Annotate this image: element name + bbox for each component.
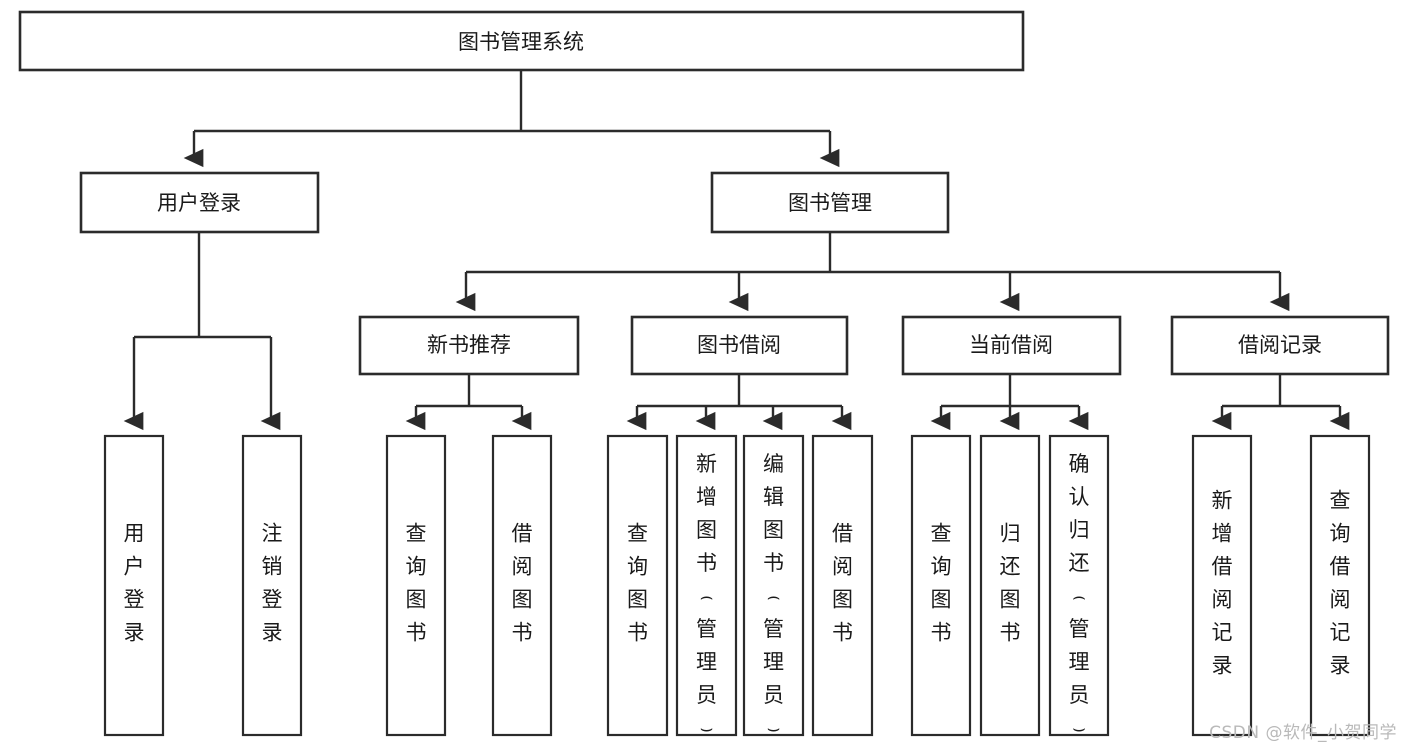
node-new-book-recommend-label: 新书推荐 (427, 333, 511, 357)
node-leaf-confirm-return[interactable] (1048, 434, 1110, 737)
node-book-borrow-label: 图书借阅 (697, 333, 781, 357)
node-leaf-edit-book-label: 编辑图书⌢管理员⌣ (763, 452, 784, 740)
node-root-system[interactable]: 图书管理系统 (18, 10, 1025, 72)
node-current-borrow-label: 当前借阅 (969, 333, 1053, 357)
node-new-book-recommend[interactable]: 新书推荐 (358, 315, 580, 376)
node-leaf-query-book-2-label: 查询图书 (627, 522, 648, 645)
node-leaf-add-record-label: 新增借阅记录 (1212, 489, 1233, 678)
node-leaf-logout[interactable] (241, 434, 303, 737)
node-leaf-query-book-1[interactable] (385, 434, 447, 737)
node-leaf-query-record-label: 查询借阅记录 (1330, 489, 1351, 678)
node-leaf-borrow-book-2-label: 借阅图书 (832, 522, 853, 645)
node-borrow-record[interactable]: 借阅记录 (1170, 315, 1390, 376)
node-leaf-query-book-2[interactable] (606, 434, 669, 737)
connector-root-to-level2 (183, 70, 840, 168)
node-borrow-record-label: 借阅记录 (1238, 333, 1322, 357)
connector-currentborrow-to-leaves (930, 374, 1089, 431)
node-leaf-borrow-book-1[interactable] (491, 434, 553, 737)
connector-bookborrow-to-leaves (626, 374, 852, 431)
connector-bookmgmt-to-level3 (455, 232, 1290, 312)
node-leaf-user-login[interactable] (103, 434, 165, 737)
node-leaf-query-book-1-label: 查询图书 (406, 522, 427, 645)
node-current-borrow[interactable]: 当前借阅 (901, 315, 1122, 376)
node-leaf-return-book-label: 归还图书 (1000, 522, 1021, 645)
node-root-system-label: 图书管理系统 (458, 30, 584, 54)
leaf-label-layer: 用户登录 注销登录 查询图书 借阅图书 查询图书 新增图书⌢管理员⌣ 编辑图书⌢管理员⌣ 借阅… (124, 452, 1351, 740)
node-leaf-return-book[interactable] (979, 434, 1041, 737)
node-leaf-query-record[interactable] (1309, 434, 1371, 737)
node-leaf-logout-label: 注销登录 (262, 522, 283, 645)
node-leaf-borrow-book-2[interactable] (811, 434, 874, 737)
csdn-watermark: CSDN @软件_小贺同学 (1209, 723, 1397, 743)
node-leaf-user-login-label: 用户登录 (124, 522, 145, 645)
node-leaf-query-book-3-label: 查询图书 (931, 522, 952, 645)
node-leaf-edit-book[interactable] (742, 434, 805, 737)
node-leaf-borrow-book-1-label: 借阅图书 (512, 522, 533, 645)
connector-newbook-to-leaves (405, 374, 532, 431)
node-book-management[interactable]: 图书管理 (710, 171, 950, 234)
node-leaf-confirm-return-label: 确认归还⌢管理员⌣ (1069, 452, 1090, 740)
node-leaf-add-record[interactable] (1191, 434, 1253, 737)
node-leaf-query-book-3[interactable] (910, 434, 972, 737)
node-user-login[interactable]: 用户登录 (79, 171, 320, 234)
connector-borrowrecord-to-leaves (1211, 374, 1350, 431)
node-book-management-label: 图书管理 (788, 191, 872, 215)
node-leaf-add-book[interactable] (675, 434, 738, 737)
node-book-borrow[interactable]: 图书借阅 (630, 315, 849, 376)
node-leaf-add-book-label: 新增图书⌢管理员⌣ (696, 452, 717, 740)
connector-userlogin-to-leaves (123, 232, 281, 431)
node-user-login-label: 用户登录 (157, 191, 241, 215)
